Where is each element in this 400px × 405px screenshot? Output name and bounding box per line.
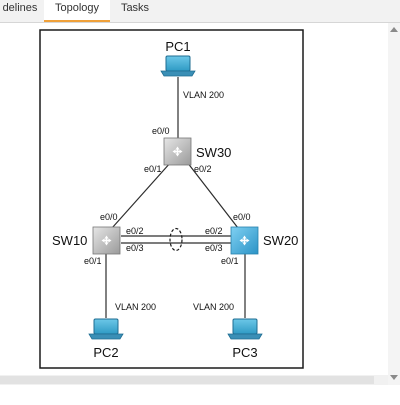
pc2-icon[interactable] — [88, 318, 124, 340]
bottom-area — [0, 385, 400, 405]
sw10-label: SW10 — [52, 233, 87, 248]
sw10-port-e03: e0/3 — [126, 243, 144, 253]
sw30-port-e01: e0/1 — [144, 164, 162, 174]
sw30-port-e02: e0/2 — [194, 164, 212, 174]
sw30-port-e00: e0/0 — [152, 126, 170, 136]
horizontal-scroll-thumb[interactable] — [0, 376, 374, 384]
link-sw30-sw10 — [111, 161, 172, 229]
sw20-port-e00: e0/0 — [233, 212, 251, 222]
sw20-icon[interactable] — [230, 226, 259, 255]
sw10-port-e00: e0/0 — [100, 212, 118, 222]
sw10-icon[interactable] — [92, 226, 121, 255]
port-channel-marker — [169, 227, 183, 252]
sw20-port-e03: e0/3 — [205, 243, 223, 253]
scroll-up-icon[interactable] — [390, 27, 398, 32]
sw30-label: SW30 — [196, 145, 231, 160]
diagram-border — [39, 29, 304, 369]
pc3-vlan-label: VLAN 200 — [193, 302, 234, 312]
link-sw30-sw20 — [186, 161, 239, 229]
pc1-label: PC1 — [165, 39, 190, 54]
pc1-vlan-label: VLAN 200 — [183, 90, 224, 100]
tab-guidelines[interactable]: delines — [2, 2, 38, 14]
sw20-port-e02: e0/2 — [205, 226, 223, 236]
pc1-icon[interactable] — [160, 55, 196, 77]
sw20-port-e01: e0/1 — [221, 256, 239, 266]
vertical-scrollbar[interactable] — [388, 23, 400, 385]
tab-topology[interactable]: Topology — [44, 0, 110, 22]
sw10-port-e02: e0/2 — [126, 226, 144, 236]
topology-diagram: PC1 VLAN 200 SW30 e0/0 e0/1 e0/2 SW10 e0… — [39, 29, 304, 369]
pc3-icon[interactable] — [227, 318, 263, 340]
pc3-label: PC3 — [232, 345, 257, 360]
links — [105, 77, 246, 318]
tab-bar: delines Topology Tasks — [0, 0, 400, 23]
pc2-label: PC2 — [93, 345, 118, 360]
horizontal-scrollbar[interactable] — [0, 375, 388, 385]
pc2-vlan-label: VLAN 200 — [115, 302, 156, 312]
tab-tasks[interactable]: Tasks — [120, 2, 150, 14]
sw20-label: SW20 — [263, 233, 298, 248]
topology-panel: PC1 VLAN 200 SW30 e0/0 e0/1 e0/2 SW10 e0… — [0, 23, 392, 375]
sw10-port-e01: e0/1 — [84, 256, 102, 266]
sw30-icon[interactable] — [163, 137, 192, 166]
scroll-down-icon[interactable] — [390, 375, 398, 380]
